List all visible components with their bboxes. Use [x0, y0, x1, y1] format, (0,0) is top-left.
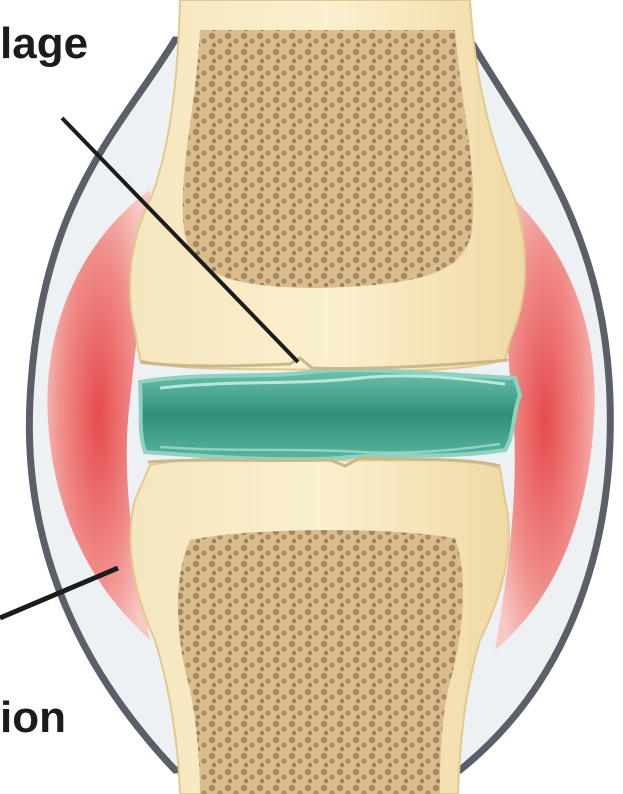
label-inflammation: ion	[0, 693, 66, 742]
lower-trabecular-bone	[178, 530, 463, 794]
label-cartilage: lage	[0, 19, 88, 68]
joint-space	[140, 370, 520, 459]
upper-trabecular-bone	[183, 30, 474, 288]
